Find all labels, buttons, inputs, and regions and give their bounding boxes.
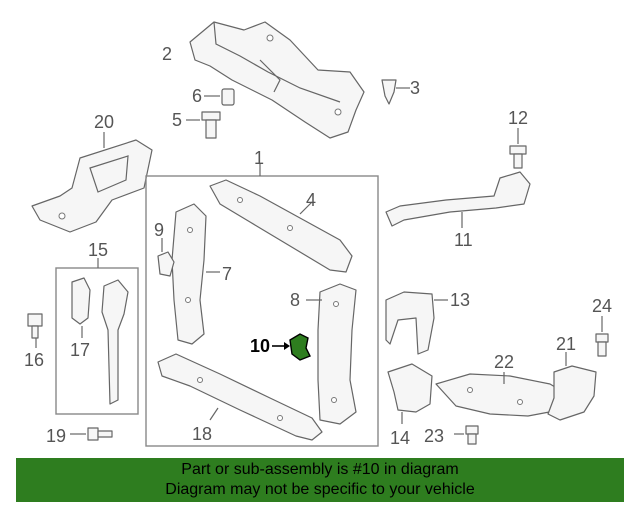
part-18-lower-bar [157,353,323,441]
assembly-15-box [55,267,139,415]
callout-1: 1 [254,148,264,168]
part-4-upper-bar [209,179,353,273]
callout-18: 18 [192,424,212,444]
callout-9: 9 [154,220,164,240]
callout-16: 16 [24,350,44,370]
callout-24: 24 [592,296,612,316]
assembly-1-box [145,175,379,447]
part-12-bolt [509,128,527,169]
callout-5: 5 [172,110,182,130]
part-15-rod [101,279,129,405]
callout-22: 22 [494,352,514,372]
callout-7: 7 [222,264,232,284]
part-2-upper-support [189,21,365,139]
part-20-bracket [31,132,153,233]
part-6-nut [204,88,235,106]
callout-14: 14 [390,428,410,448]
part-13-deflector [385,291,448,355]
callout-4: 4 [306,190,316,210]
banner-line-disclaimer: Diagram may not be specific to your vehi… [165,481,475,498]
callout-21: 21 [556,334,576,354]
part-7-left-side [171,203,220,345]
callout-3: 3 [410,78,420,98]
part-19-bolt [70,427,113,441]
part-11-rod [385,171,531,228]
part-16-bolt [27,313,43,348]
callout-15: 15 [88,240,108,260]
callout-10: 10 [250,336,270,356]
part-8-right-side [306,283,357,425]
callout-8: 8 [290,290,300,310]
part-10-highlighted [272,333,311,361]
callout-17: 17 [70,340,90,360]
part-9-bracket [157,238,175,277]
part-21-cover [547,352,597,421]
callout-11: 11 [454,230,473,250]
callout-12: 12 [508,108,528,128]
part-24-bolt [595,316,609,357]
parts-diagram: 1 2 3 4 5 6 7 8 9 10 11 12 13 14 15 16 1… [24,21,612,448]
callout-20: 20 [94,112,114,132]
callout-13: 13 [450,290,470,310]
callout-6: 6 [192,86,202,106]
part-17-bracket [71,277,91,338]
part-22-under-cover [435,372,571,417]
part-5-bolt [186,111,221,139]
callout-19: 19 [46,426,66,446]
part-3-clip [381,79,410,105]
part-14-deflector [387,363,433,424]
callout-2: 2 [162,44,172,64]
callout-23: 23 [424,426,444,446]
info-banner: Part or sub-assembly is #10 in diagram D… [16,458,624,502]
banner-line-part: Part or sub-assembly is #10 in diagram [181,461,459,478]
part-23-bolt [454,425,479,445]
